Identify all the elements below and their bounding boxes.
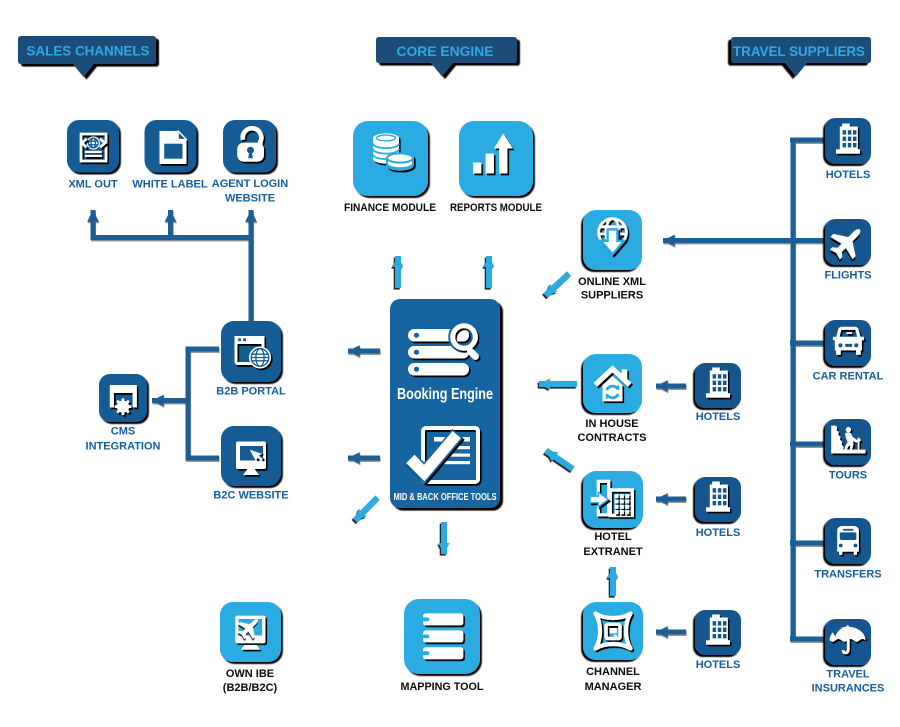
svg-text:SALES CHANNELS: SALES CHANNELS [27,43,150,59]
svg-text:INTEGRATION: INTEGRATION [86,441,161,453]
svg-text:HOTELS: HOTELS [826,169,871,181]
svg-text:OWN IBE: OWN IBE [226,668,274,680]
svg-text:WHITE LABEL: WHITE LABEL [132,179,207,191]
svg-text:TRANSFERS: TRANSFERS [814,569,881,581]
svg-text:TOURS: TOURS [829,470,867,482]
svg-text:CORE ENGINE: CORE ENGINE [397,43,494,59]
svg-text:B2B PORTAL: B2B PORTAL [216,386,286,398]
svg-text:SUPPLIERS: SUPPLIERS [581,290,643,302]
svg-text:FINANCE MODULE: FINANCE MODULE [344,202,436,214]
svg-text:TRAVEL: TRAVEL [826,669,869,681]
svg-text:HOTELS: HOTELS [696,527,741,539]
svg-text:MID & BACK OFFICE TOOLS: MID & BACK OFFICE TOOLS [394,492,497,503]
svg-text:Booking Engine: Booking Engine [397,386,493,403]
svg-text:CHANNEL: CHANNEL [586,666,640,678]
svg-text:MAPPING TOOL: MAPPING TOOL [401,681,484,693]
svg-text:MANAGER: MANAGER [585,681,642,693]
svg-text:HOTELS: HOTELS [696,411,741,423]
svg-text:CAR RENTAL: CAR RENTAL [813,371,884,383]
svg-text:CONTRACTS: CONTRACTS [577,432,646,444]
svg-text:EXTRANET: EXTRANET [583,546,643,558]
svg-text:B2C WEBSITE: B2C WEBSITE [213,490,288,502]
svg-text:AGENT LOGIN: AGENT LOGIN [212,178,288,190]
svg-text:(B2B/B2C): (B2B/B2C) [223,682,278,694]
svg-text:WEBSITE: WEBSITE [225,193,275,205]
svg-text:FLIGHTS: FLIGHTS [824,270,871,282]
svg-text:HOTEL: HOTEL [594,531,632,543]
svg-text:IN HOUSE: IN HOUSE [585,418,638,430]
svg-text:REPORTS MODULE: REPORTS MODULE [450,202,542,214]
svg-text:ONLINE XML: ONLINE XML [578,276,646,288]
svg-text:INSURANCES: INSURANCES [812,683,885,695]
svg-text:TRAVEL SUPPLIERS: TRAVEL SUPPLIERS [733,43,865,59]
svg-text:HOTELS: HOTELS [696,659,741,671]
svg-text:CMS: CMS [111,426,135,438]
svg-text:XML OUT: XML OUT [68,179,118,191]
